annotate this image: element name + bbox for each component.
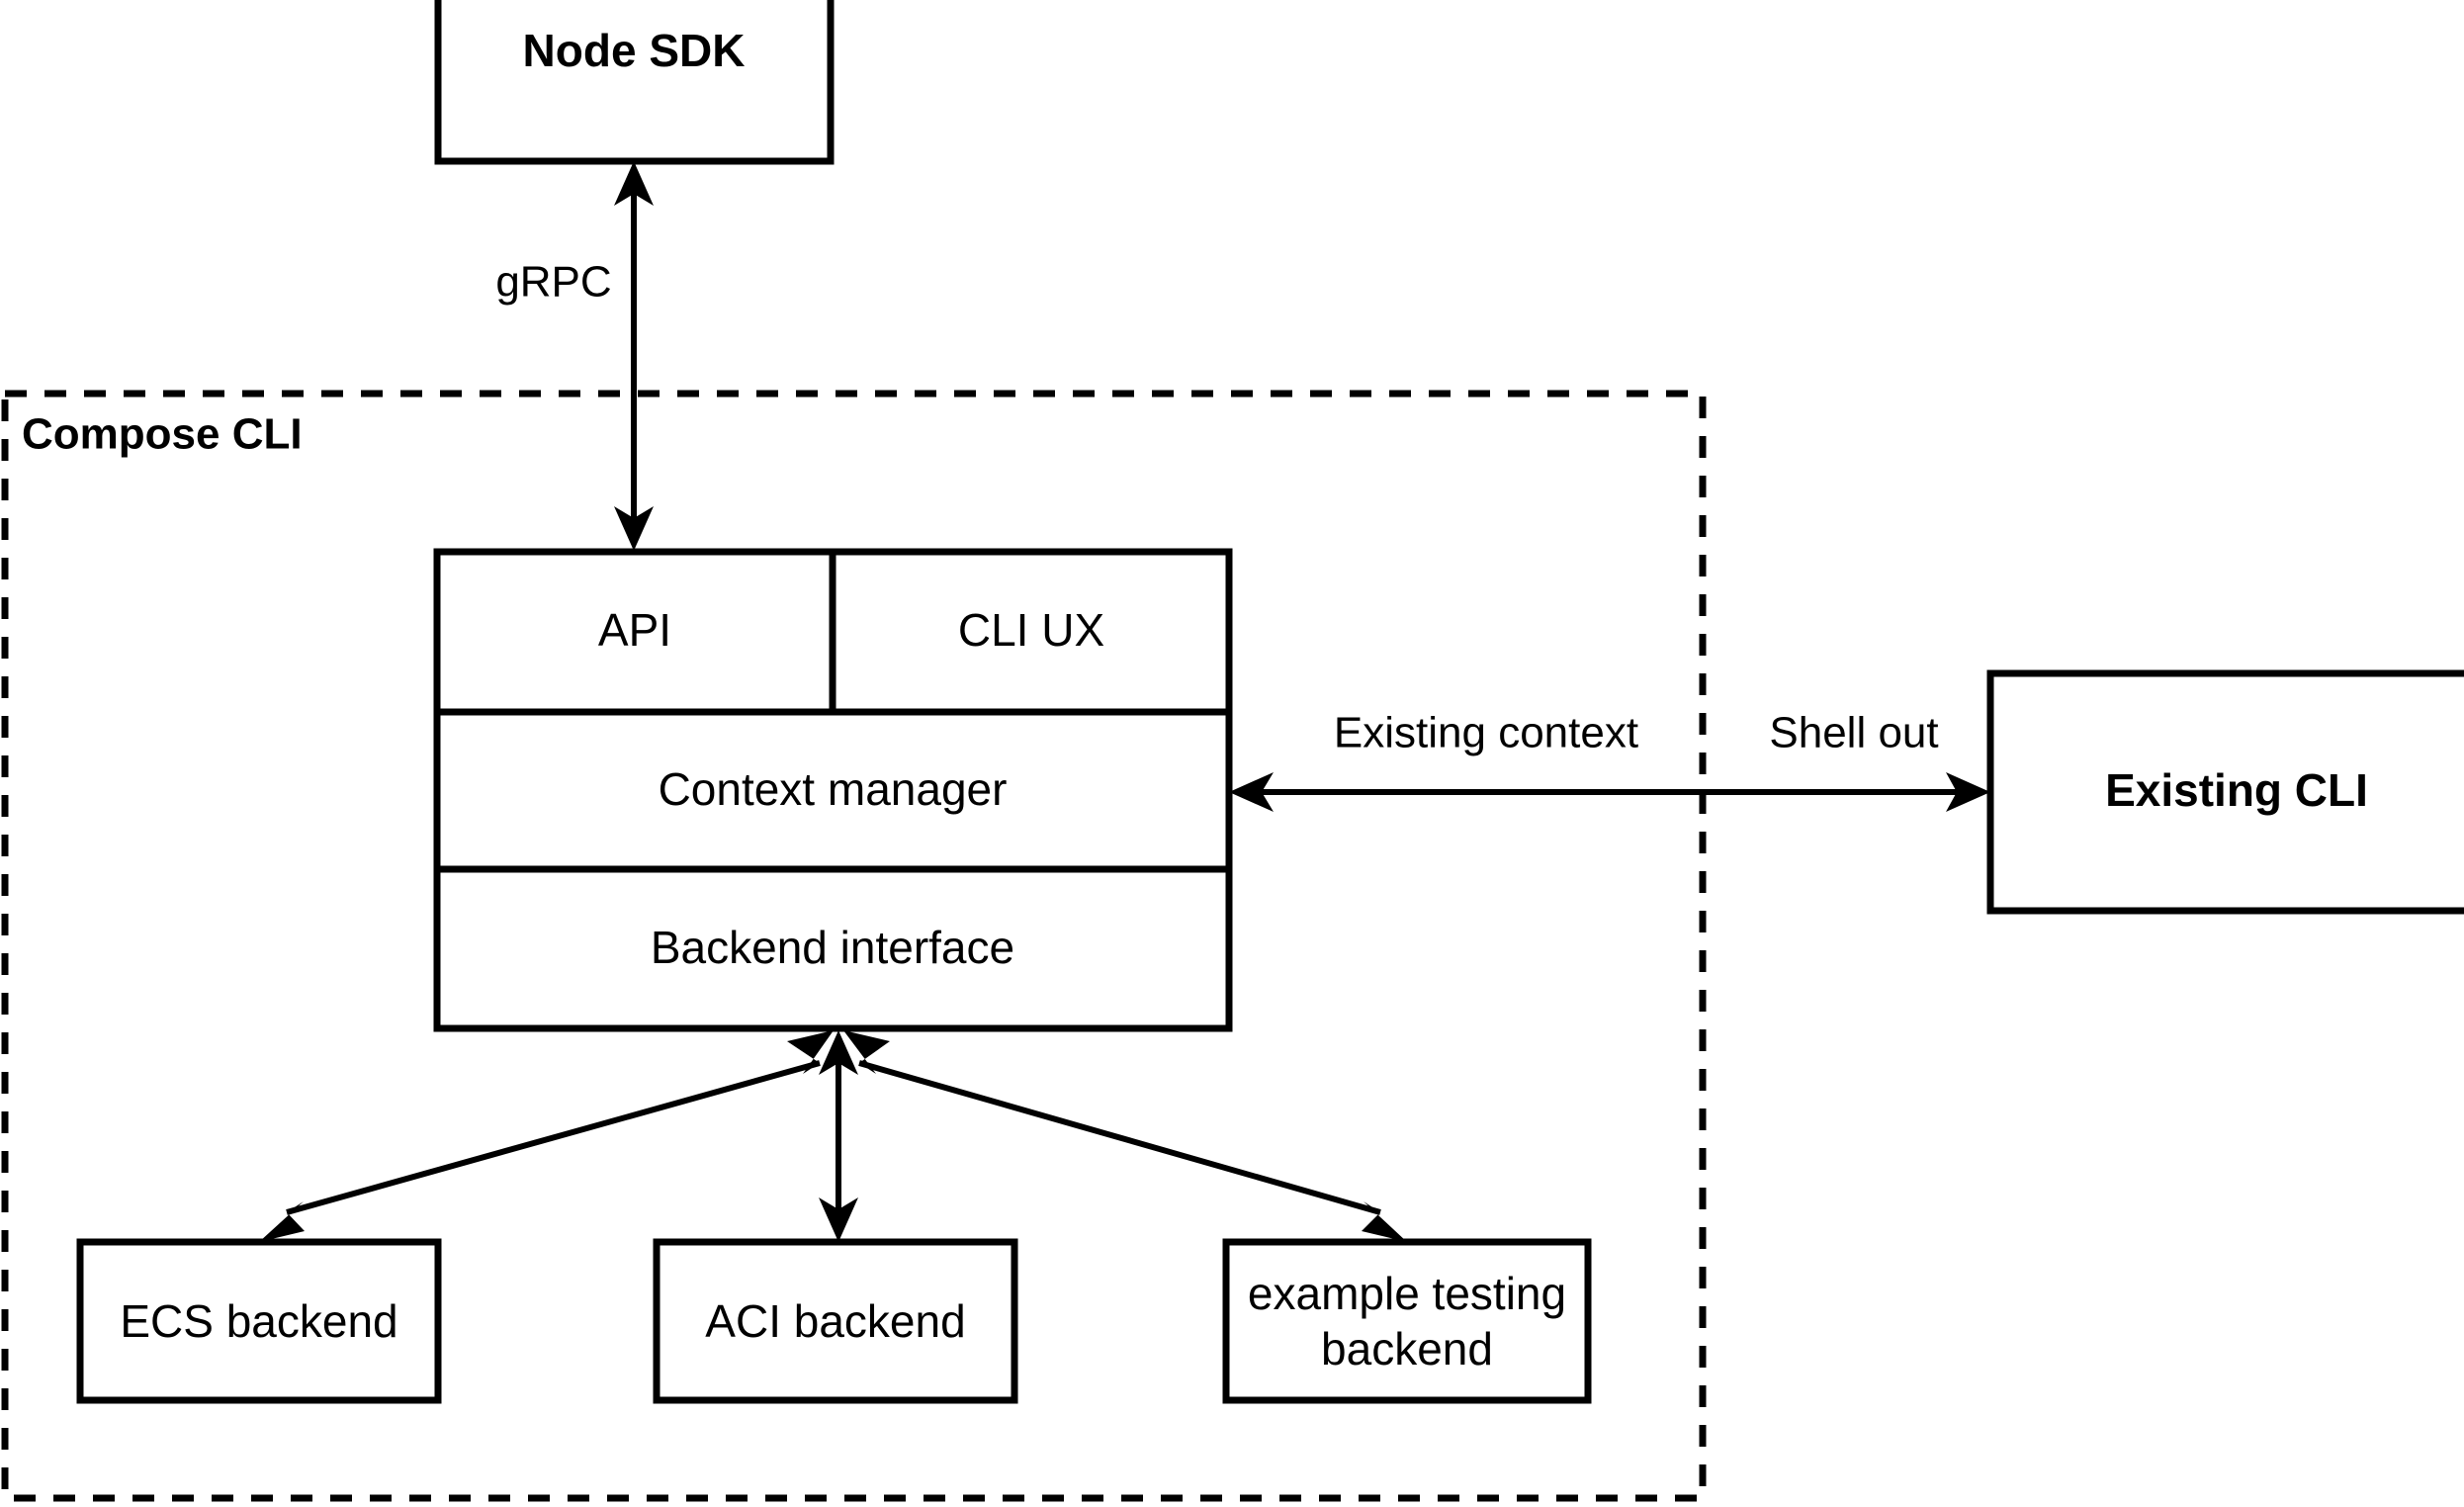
existing-context-arrowhead-left	[1229, 772, 1274, 812]
shell-out-edge-label: Shell out	[1769, 709, 1938, 757]
compose-cli-group-border	[1, 390, 1707, 1502]
example-testing-backend-box[interactable]	[1222, 1238, 1592, 1404]
grpc-arrowhead-up	[614, 161, 654, 206]
api-label: API	[598, 604, 671, 656]
example-testing-backend-edge	[843, 1030, 1407, 1242]
ecs-backend-edge-line	[286, 1060, 821, 1215]
aci-backend-edge	[819, 1030, 858, 1242]
ecs-backend-box[interactable]	[76, 1238, 442, 1404]
grpc-edge-label: gRPC	[495, 258, 611, 307]
aci-backend-label: ACI backend	[705, 1295, 965, 1347]
ecs-backend-label: ECS backend	[120, 1295, 397, 1347]
grpc-arrowhead-down	[614, 506, 654, 551]
aci-backend-box[interactable]	[653, 1238, 1018, 1404]
grpc-edge	[614, 161, 654, 551]
existing-context-shell-out-edge	[1229, 772, 1990, 812]
ecs-backend-arrowhead-up	[787, 1030, 834, 1074]
example-testing-backend-label-line2: backend	[1321, 1323, 1493, 1374]
context-manager-label: Context manager	[659, 763, 1008, 815]
shell-out-arrowhead-right	[1946, 772, 1990, 812]
example-testing-backend-arrowhead-down	[1362, 1201, 1407, 1242]
example-testing-backend-label-line1: example testing	[1248, 1268, 1566, 1319]
example-testing-backend-arrowhead-up	[843, 1030, 890, 1074]
ecs-backend-edge	[259, 1030, 834, 1242]
ecs-backend-arrowhead-down	[259, 1201, 305, 1242]
example-testing-backend-edge-line	[858, 1060, 1381, 1215]
node-sdk-box[interactable]	[434, 0, 835, 165]
aci-backend-arrowhead-down	[819, 1197, 858, 1242]
backend-interface-label: Backend interface	[651, 922, 1014, 973]
compose-cli-group-label: Compose CLI	[22, 410, 303, 459]
node-sdk-label: Node SDK	[523, 25, 746, 76]
aci-backend-arrowhead-up	[819, 1030, 858, 1075]
existing-cli-label: Existing CLI	[2105, 764, 2368, 816]
cli-ux-label: CLI UX	[958, 604, 1104, 656]
existing-context-edge-label: Existing context	[1334, 709, 1638, 757]
